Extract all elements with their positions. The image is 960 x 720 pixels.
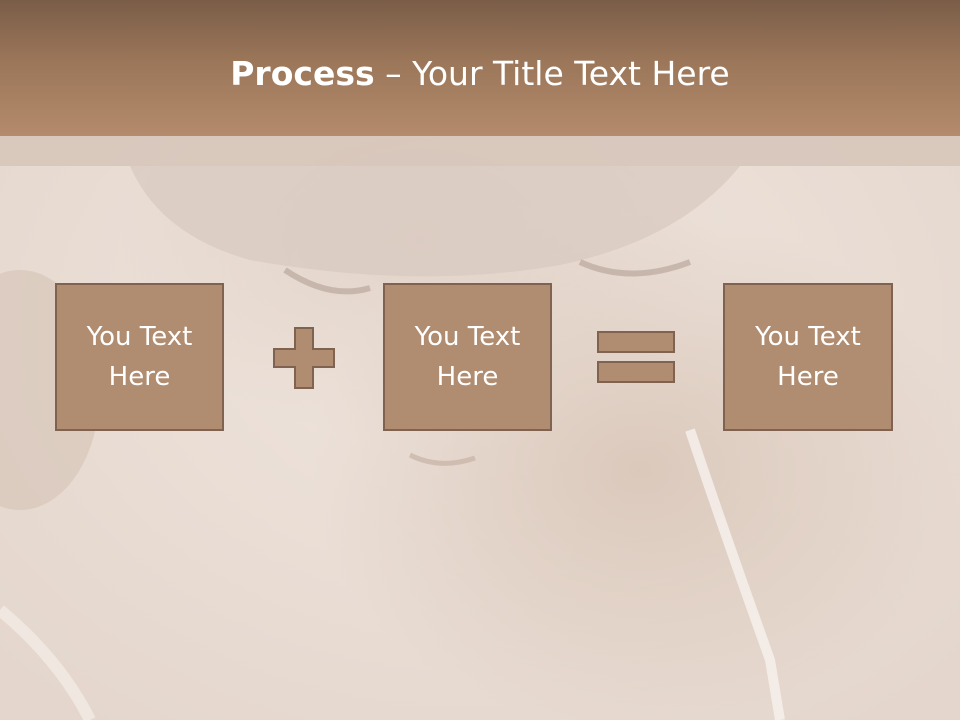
equals-icon [597,331,675,383]
plus-icon [273,327,335,389]
title-bar [0,0,960,136]
title-bold: Process [230,54,375,93]
title-rest: – Your Title Text Here [374,54,730,93]
slide-title: Process – Your Title Text Here [0,52,960,96]
process-box-1[interactable]: You Text Here [55,283,224,431]
process-box-3[interactable]: You Text Here [723,283,893,431]
process-box-2[interactable]: You Text Here [383,283,552,431]
process-box-1-text: You Text Here [86,322,193,392]
title-band [0,136,960,166]
process-box-3-text: You Text Here [755,322,861,392]
process-box-2-text: You Text Here [414,322,521,392]
